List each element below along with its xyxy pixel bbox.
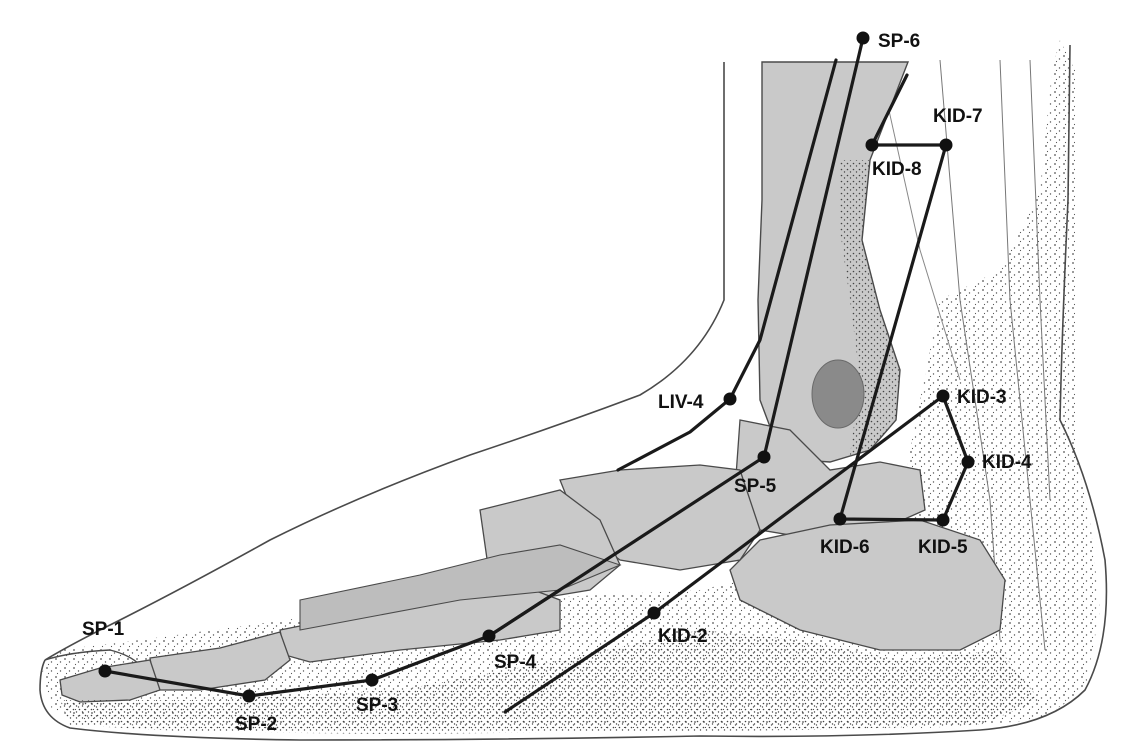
acupoint-labels: SP-6 KID-7 KID-8 LIV-4 KID-3 KID-4 SP-5 … — [82, 31, 1032, 735]
label-kid8: KID-8 — [872, 159, 922, 180]
label-sp3: SP-3 — [356, 695, 398, 716]
label-sp4: SP-4 — [494, 652, 537, 673]
achilles-tendon-line-2 — [999, 59, 1046, 651]
point-dot-kid2[interactable] — [647, 606, 661, 620]
medial-malleolus — [811, 359, 865, 429]
label-kid3: KID-3 — [957, 387, 1007, 408]
achilles-tendon-line-3 — [1029, 59, 1051, 501]
point-dot-kid3[interactable] — [936, 389, 950, 403]
metatarsals-back — [299, 544, 622, 631]
leg-front-outline — [44, 62, 725, 661]
proximal-phalanx-bone — [149, 631, 291, 691]
label-kid4: KID-4 — [982, 452, 1032, 473]
label-liv4: LIV-4 — [658, 392, 704, 413]
point-dot-kid7[interactable] — [939, 138, 953, 152]
point-dot-sp4[interactable] — [482, 629, 496, 643]
leg-back-outline — [39, 44, 1108, 741]
point-dot-kid8[interactable] — [865, 138, 879, 152]
label-sp2: SP-2 — [235, 714, 277, 735]
point-dot-sp5[interactable] — [757, 450, 771, 464]
label-kid5: KID-5 — [918, 537, 968, 558]
label-sp6: SP-6 — [878, 31, 920, 52]
label-kid6: KID-6 — [820, 537, 870, 558]
label-kid2: KID-2 — [658, 626, 708, 647]
point-dot-kid4[interactable] — [961, 455, 975, 469]
point-dot-kid6[interactable] — [833, 512, 847, 526]
toe-outline — [44, 649, 141, 666]
acupoint-dots — [98, 31, 975, 703]
label-sp5: SP-5 — [734, 476, 777, 497]
point-dot-sp2[interactable] — [242, 689, 256, 703]
point-dot-liv4[interactable] — [723, 392, 737, 406]
spleen-meridian-line — [103, 36, 865, 698]
tendon-line-4 — [879, 69, 961, 381]
point-dot-sp3[interactable] — [365, 673, 379, 687]
spleen-kidney-connector-line — [487, 588, 562, 638]
point-dot-kid5[interactable] — [936, 513, 950, 527]
point-dot-sp1[interactable] — [98, 664, 112, 678]
label-sp1: SP-1 — [82, 619, 125, 640]
label-kid7: KID-7 — [933, 106, 983, 127]
point-dot-sp6[interactable] — [856, 31, 870, 45]
tibia-stipple — [840, 160, 900, 455]
